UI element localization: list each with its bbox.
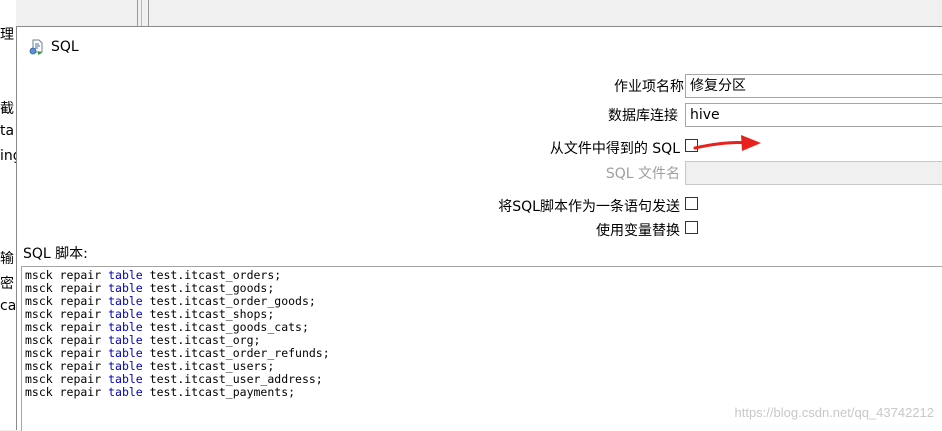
script-line: msck repair table test.itcast_user_addre… — [25, 373, 942, 386]
script-keyword: table — [108, 333, 143, 347]
bg-text-fragment: 输 — [0, 251, 14, 267]
script-keyword: table — [108, 372, 143, 386]
sql-file-name-input[interactable] — [685, 161, 942, 185]
bg-text-fragment: ing — [0, 148, 16, 164]
sql-file-name-label: SQL 文件名 — [605, 166, 680, 182]
script-keyword: table — [108, 320, 143, 334]
script-line: msck repair table test.itcast_users; — [25, 360, 942, 373]
script-text: msck repair — [25, 333, 109, 347]
script-text: msck repair — [25, 281, 109, 295]
script-text: test.itcast_payments; — [142, 385, 296, 399]
dialog-title-bar: SQL — [29, 37, 79, 57]
script-text: msck repair — [25, 372, 109, 386]
script-text: msck repair — [25, 346, 109, 360]
step-name-input[interactable]: 修复分区 — [685, 74, 942, 98]
script-text: msck repair — [25, 385, 109, 399]
script-line: msck repair table test.itcast_payments; — [25, 386, 942, 399]
script-line: msck repair table test.itcast_order_refu… — [25, 347, 942, 360]
script-keyword: table — [108, 359, 143, 373]
script-text: test.itcast_goods_cats; — [142, 320, 309, 334]
script-text: test.itcast_order_refunds; — [142, 346, 330, 360]
sql-from-file-label: 从文件中得到的 SQL — [549, 141, 680, 157]
red-arrow-annotation — [693, 135, 761, 151]
script-text: test.itcast_user_address; — [142, 372, 323, 386]
script-line: msck repair table test.itcast_orders; — [25, 269, 942, 282]
script-text: msck repair — [25, 307, 109, 321]
script-text: msck repair — [25, 320, 109, 334]
bg-text-fragment: 截 — [0, 101, 14, 117]
script-keyword: table — [108, 385, 143, 399]
script-text: test.itcast_org; — [142, 333, 261, 347]
bg-text-fragment: 理 — [0, 27, 14, 43]
arrow-shaft — [693, 141, 751, 150]
variable-replace-label: 使用变量替换 — [596, 223, 680, 239]
script-keyword: table — [108, 268, 143, 282]
dialog-title: SQL — [51, 39, 79, 55]
script-text: msck repair — [25, 268, 109, 282]
sql-dialog: SQL 作业项名称 修复分区 数据库连接 hive 从文件中得到的 SQL SQ… — [16, 26, 942, 431]
splitter-handle[interactable] — [137, 0, 149, 26]
sql-script-label: SQL 脚本: — [23, 246, 88, 262]
script-keyword: table — [108, 294, 143, 308]
bg-text-fragment: 密 — [0, 276, 14, 292]
script-text: test.itcast_order_goods; — [142, 294, 316, 308]
script-keyword: table — [108, 307, 143, 321]
db-connection-select[interactable]: hive — [685, 103, 942, 127]
script-line: msck repair table test.itcast_goods_cats… — [25, 321, 942, 334]
script-text: test.itcast_users; — [142, 359, 275, 373]
background-panel: 理 截 ta ing 输 密 ca — [0, 0, 16, 430]
script-line: msck repair table test.itcast_goods; — [25, 282, 942, 295]
arrow-head — [741, 135, 761, 151]
script-text: test.itcast_orders; — [142, 268, 282, 282]
script-line: msck repair table test.itcast_order_good… — [25, 295, 942, 308]
send-single-statement-checkbox[interactable] — [685, 197, 698, 210]
script-line: msck repair table test.itcast_org; — [25, 334, 942, 347]
watermark-text: https://blog.csdn.net/qq_43742212 — [734, 405, 935, 420]
sql-script-editor[interactable]: msck repair table test.itcast_orders;msc… — [21, 266, 942, 431]
script-text: test.itcast_goods; — [142, 281, 275, 295]
script-text: test.itcast_shops; — [142, 307, 275, 321]
bg-text-fragment: ta — [0, 123, 15, 139]
db-connection-label: 数据库连接 — [608, 108, 678, 124]
sql-script-icon — [29, 39, 43, 55]
script-line: msck repair table test.itcast_shops; — [25, 308, 942, 321]
step-name-label: 作业项名称 — [614, 79, 684, 95]
bg-text-fragment: ca — [0, 298, 16, 314]
send-single-statement-label: 将SQL脚本作为一条语句发送 — [498, 199, 680, 215]
script-text: msck repair — [25, 294, 109, 308]
script-text: msck repair — [25, 359, 109, 373]
script-keyword: table — [108, 281, 143, 295]
script-keyword: table — [108, 346, 143, 360]
variable-replace-checkbox[interactable] — [685, 221, 698, 234]
